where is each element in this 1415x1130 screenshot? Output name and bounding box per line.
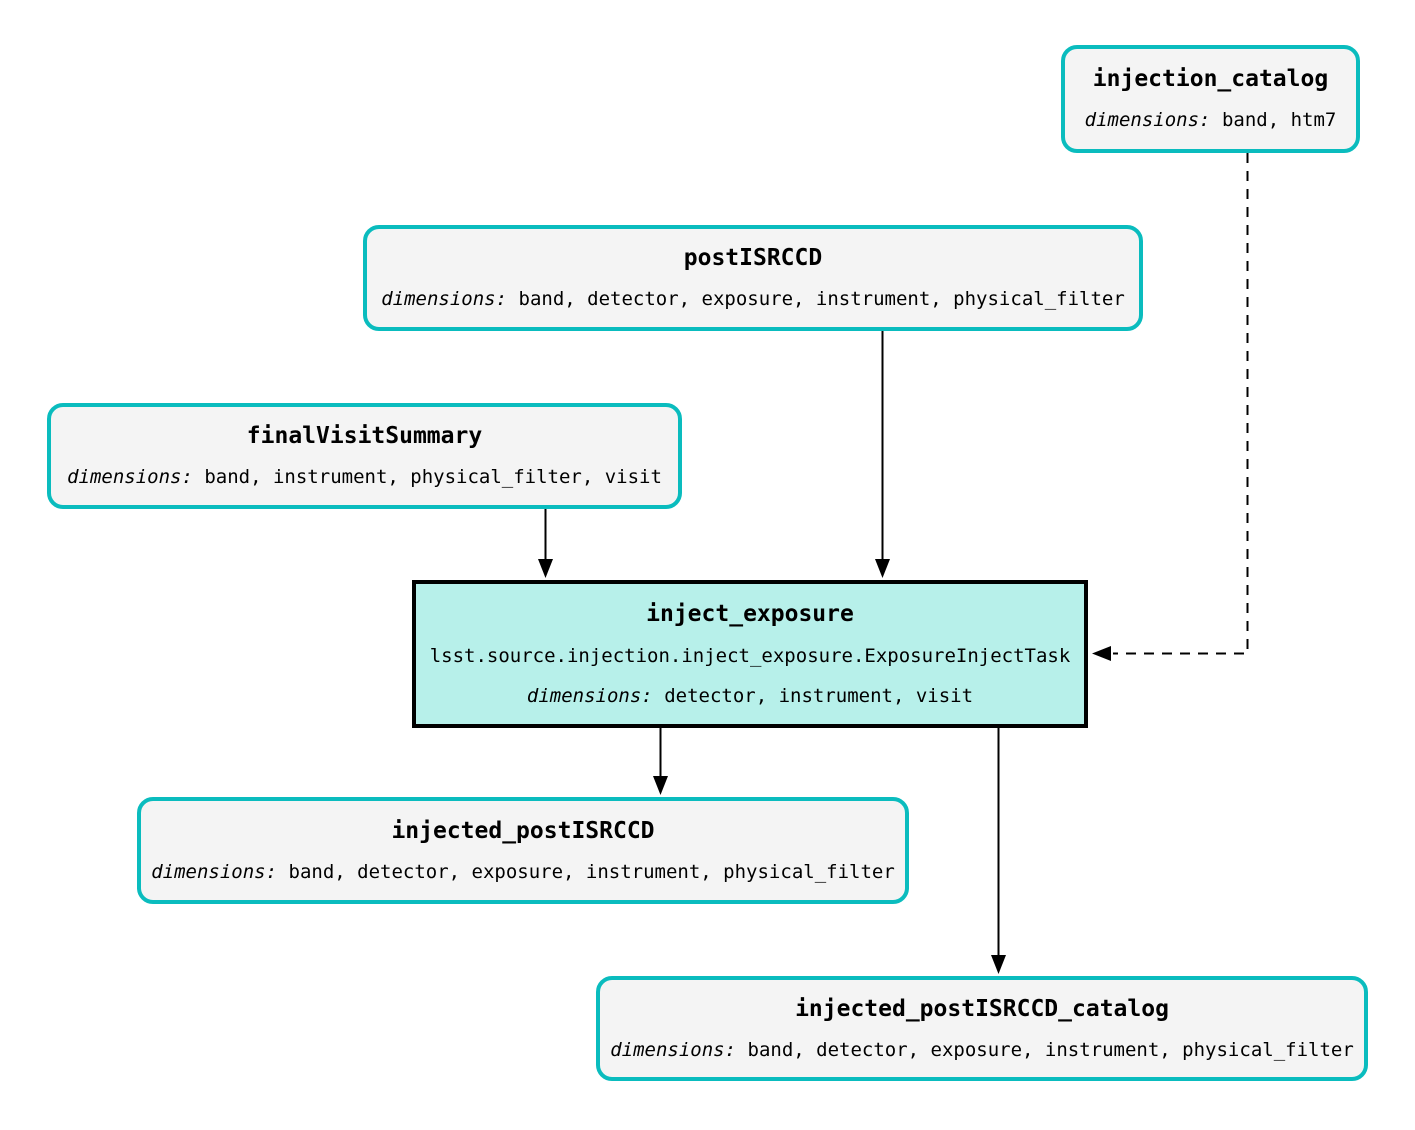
- arrowhead: [653, 776, 668, 795]
- dataset-node-injected-postisrccd: injected_postISRCCD dimensions: band, det…: [137, 797, 909, 904]
- node-dimensions: dimensions: detector, instrument, visit: [526, 684, 974, 707]
- node-title: postISRCCD: [683, 245, 823, 271]
- edge-inject-exposure-to-injected-postisrccd-catalog: [991, 728, 1006, 974]
- node-title: finalVisitSummary: [246, 423, 483, 449]
- dimensions-label: dimensions:: [1084, 109, 1211, 131]
- edge-postisrccd-to-inject-exposure: [875, 331, 890, 578]
- dimensions-label: dimensions:: [151, 860, 278, 883]
- node-dimensions: dimensions: band, detector, exposure, ins…: [151, 860, 895, 883]
- dataset-node-finalvisitsummary: finalVisitSummary dimensions: band, instr…: [47, 403, 682, 509]
- edge-injection-catalog-to-inject-exposure: [1092, 153, 1249, 661]
- edge-inject-exposure-to-injected-postisrccd: [653, 728, 668, 795]
- dimensions-values: band, detector, exposure, instrument, ph…: [747, 1038, 1354, 1061]
- node-title: injected_postISRCCD_catalog: [795, 995, 1169, 1022]
- node-dimensions: dimensions: band, instrument, physical_fi…: [67, 468, 662, 487]
- node-title: injection_catalog: [1092, 66, 1329, 92]
- task-node-inject-exposure: inject_exposure lsst.source.injection.in…: [412, 580, 1088, 728]
- dimensions-label: dimensions:: [67, 466, 193, 488]
- edge-finalvisitsummary-to-inject-exposure: [538, 509, 553, 578]
- arrowhead: [538, 559, 553, 578]
- task-class-path: lsst.source.injection.inject_exposure.Ex…: [429, 644, 1071, 667]
- dimensions-values: band, instrument, physical_filter, visit: [204, 466, 662, 488]
- node-dimensions: dimensions: band, htm7: [1085, 111, 1337, 130]
- node-dimensions: dimensions: band, detector, exposure, ins…: [610, 1038, 1354, 1061]
- dimensions-values: band, htm7: [1221, 109, 1337, 131]
- dimensions-label: dimensions:: [610, 1038, 737, 1061]
- dimensions-values: band, detector, exposure, instrument, ph…: [288, 860, 895, 883]
- dataset-node-postisrccd: postISRCCD dimensions: band, detector, ex…: [363, 225, 1143, 331]
- dataset-node-injected-postisrccd-catalog: injected_postISRCCD_catalog dimensions: b…: [596, 976, 1368, 1081]
- dimensions-label: dimensions:: [381, 288, 508, 310]
- dimensions-values: band, detector, exposure, instrument, ph…: [518, 288, 1125, 310]
- dataset-node-injection-catalog: injection_catalog dimensions: band, htm7: [1061, 45, 1360, 153]
- node-dimensions: dimensions: band, detector, exposure, ins…: [381, 290, 1125, 309]
- dimensions-label: dimensions:: [526, 684, 653, 707]
- node-title: inject_exposure: [646, 600, 854, 627]
- dimensions-values: detector, instrument, visit: [664, 684, 974, 707]
- node-title: injected_postISRCCD: [391, 817, 655, 844]
- arrowhead: [1092, 646, 1111, 661]
- arrowhead: [991, 955, 1006, 974]
- arrowhead: [875, 559, 890, 578]
